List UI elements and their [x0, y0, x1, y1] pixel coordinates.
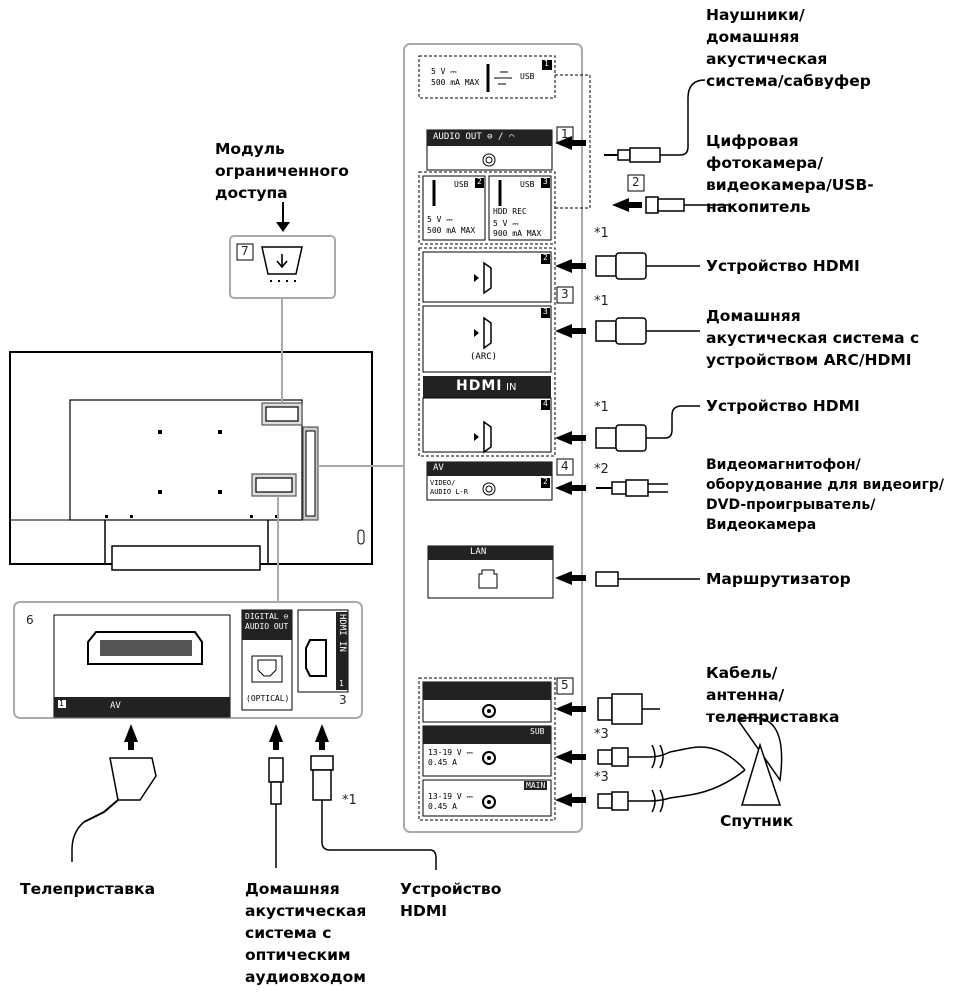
main-label: MAIN [524, 781, 548, 790]
callout-4: 4 [561, 459, 569, 473]
hdmi1-side-label: HDMI IN [337, 614, 347, 652]
footnote-sat-sub: *3 [594, 727, 609, 742]
label-cam-module: Модуль ограниченного доступа [215, 140, 349, 202]
hdmi3-arc: (ARC) [470, 352, 498, 362]
usb2-spec: 5 V ⎓ 500 mA MAX [427, 215, 476, 235]
optical-label: (OPTICAL) [246, 694, 290, 703]
footnote-hdmi3: *1 [594, 294, 609, 309]
hdmi3-num: 3 [543, 307, 548, 316]
label-cable: Кабель/ антенна/ телеприставка [706, 664, 840, 726]
hdmi2-num: 2 [543, 253, 548, 262]
usb3-num: 3 [543, 177, 548, 186]
hdmi-logo: HDMI [456, 378, 503, 394]
av-num: 2 [543, 477, 548, 486]
callout-3-bottom: 3 [339, 693, 347, 707]
label-router: Маршрутизатор [706, 570, 851, 588]
callout-2: 2 [632, 175, 640, 189]
usb1-label: USB [520, 72, 535, 81]
usb1-num: 1 [544, 59, 549, 68]
label-vcr: Видеомагнитофон/ оборудование для видеои… [706, 457, 945, 533]
label-hdmi-device-1: Устройство HDMI [706, 257, 860, 275]
footnote-hdmi-bottom: *1 [342, 793, 357, 808]
label-hdmi-device-3: Устройство HDMI [400, 880, 502, 920]
leader-lines [277, 298, 404, 602]
av-label: AV [433, 463, 444, 473]
label-satellite: Спутник [720, 812, 794, 830]
hdmi4-num: 4 [543, 399, 548, 408]
callout-3: 3 [561, 287, 569, 301]
usb3-spec: 5 V ⎓ 900 mA MAX [493, 219, 542, 238]
plugs [595, 79, 783, 813]
footnote-hdmi4: *1 [594, 400, 609, 415]
usb2-label: USB [454, 180, 469, 189]
label-home-audio-arc: Домашняя акустическая система с устройст… [706, 307, 920, 369]
sat-spec-sub: 13-19 V ⎓ 0.45 A [428, 748, 473, 767]
av-sub: VIDEO/ AUDIO L-R [430, 479, 468, 496]
hdmi1-num: 1 [339, 679, 344, 688]
digital-audio-label: DIGITAL ⊖ AUDIO OUT [245, 612, 289, 631]
usb2-num: 2 [477, 177, 482, 186]
callout-5: 5 [561, 678, 569, 692]
scart-num: 1 [59, 699, 64, 708]
usb3-label: USB [520, 180, 535, 189]
label-home-audio-optical: Домашняя акустическая система с оптическ… [245, 880, 367, 986]
footnote-sat-main: *3 [594, 770, 609, 785]
label-camera: Цифровая фотокамера/ видеокамера/USB- на… [706, 132, 874, 216]
callout-7: 7 [241, 244, 249, 258]
scart-label: AV [110, 701, 121, 711]
usb3-rec: HDD REC [493, 207, 527, 216]
sub-label: SUB [530, 727, 545, 736]
label-headphones: Наушники/ домашняя акустическая система/… [706, 6, 871, 90]
footnote-hdmi2: *1 [594, 226, 609, 241]
hdmi-in: IN [506, 382, 517, 393]
lan-label: LAN [470, 547, 487, 557]
sat-spec-main: 13-19 V ⎓ 0.45 A [428, 792, 473, 811]
callout-6: 6 [26, 613, 34, 627]
audio-out-label: AUDIO OUT ⊖ / ⌒ [433, 132, 515, 142]
right-terminal-panel [403, 43, 591, 833]
callout-1: 1 [561, 127, 569, 141]
label-settop: Телеприставка [20, 880, 156, 898]
usb1-spec: 5 V ⎓ 500 mA MAX [431, 67, 480, 87]
tv-back [9, 351, 373, 571]
label-hdmi-device-2: Устройство HDMI [706, 397, 860, 415]
footnote-av: *2 [594, 462, 609, 477]
bottom-terminal-panel [13, 601, 363, 719]
connector-arrows [555, 136, 642, 807]
